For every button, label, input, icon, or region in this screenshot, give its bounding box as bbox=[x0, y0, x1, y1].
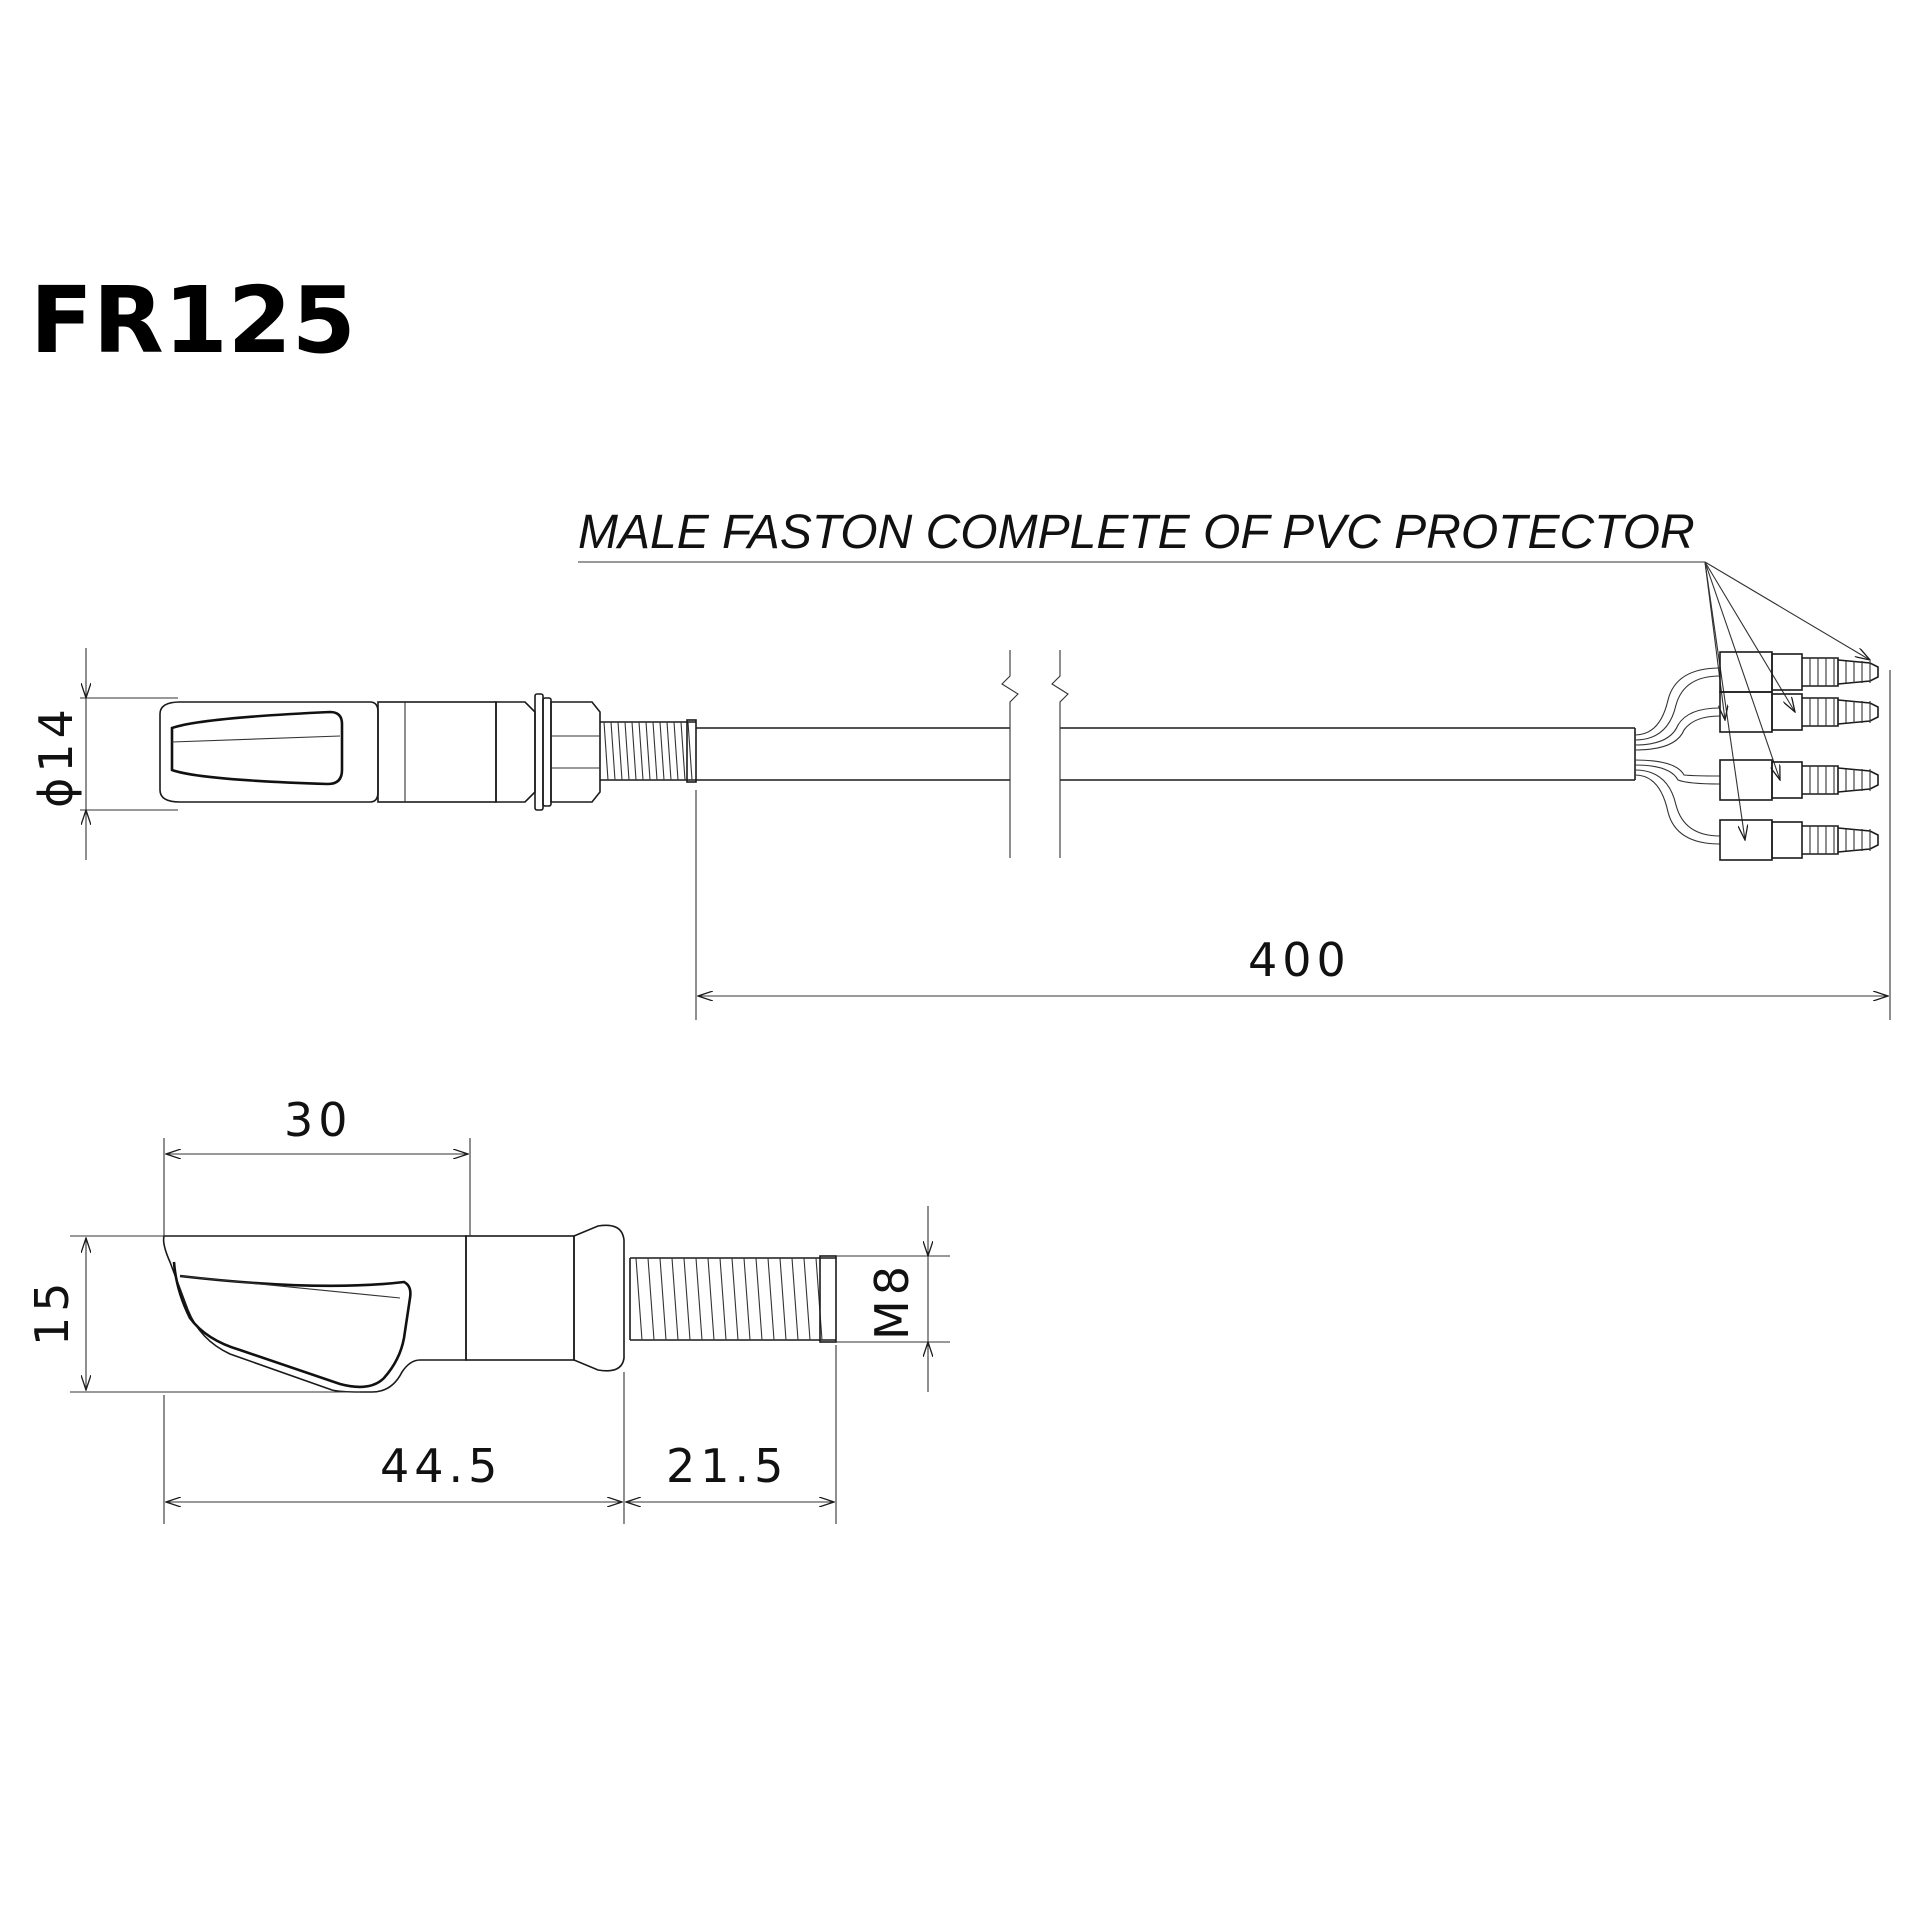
dim-body-length: 44.5 bbox=[163, 1372, 625, 1524]
dim-cable-length-label: 400 bbox=[1248, 933, 1351, 987]
dim-height-label: 15 bbox=[25, 1277, 79, 1346]
dim-thread-size: M8 bbox=[836, 1206, 950, 1392]
top-view-indicator bbox=[159, 693, 697, 811]
dim-lens-length: 30 bbox=[163, 1093, 471, 1236]
dim-cable-length: 400 bbox=[695, 670, 1891, 1020]
dim-thread-length: 21.5 bbox=[626, 1345, 837, 1524]
faston-note: MALE FASTON COMPLETE OF PVC PROTECTOR bbox=[578, 506, 1695, 559]
dim-lens-length-label: 30 bbox=[284, 1093, 353, 1147]
model-title: FR125 bbox=[30, 267, 356, 374]
side-view-indicator bbox=[162, 1224, 837, 1393]
dim-body-length-label: 44.5 bbox=[380, 1439, 502, 1493]
dim-diameter: ϕ14 bbox=[29, 648, 178, 860]
faston-connectors bbox=[1719, 651, 1879, 861]
dim-diameter-label: ϕ14 bbox=[29, 704, 83, 808]
dim-height: 15 bbox=[25, 1235, 360, 1393]
dim-thread-length-label: 21.5 bbox=[666, 1439, 788, 1493]
faston-callout: MALE FASTON COMPLETE OF PVC PROTECTOR bbox=[578, 506, 1870, 840]
cable bbox=[696, 650, 1721, 858]
dim-thread-size-label: M8 bbox=[865, 1261, 919, 1340]
